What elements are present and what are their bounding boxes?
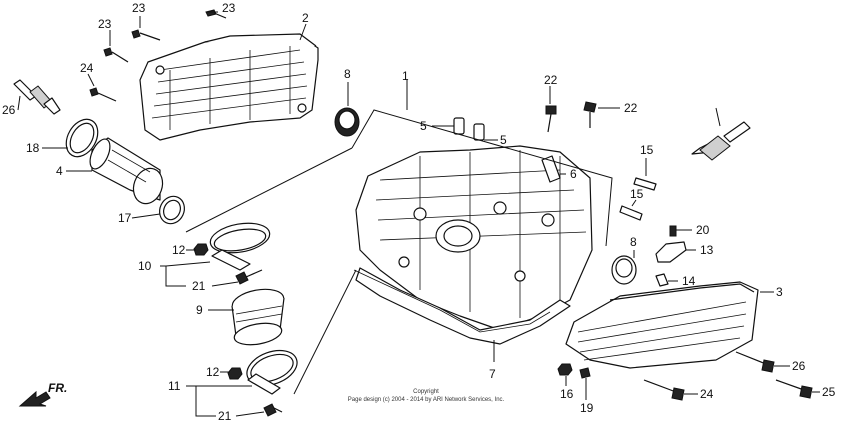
- copyright-line-1: Copyright: [413, 389, 439, 395]
- callout-23c: 23: [98, 17, 112, 31]
- callout-3: 3: [776, 285, 783, 299]
- callout-9: 9: [196, 303, 203, 317]
- part-16-nut: [557, 363, 573, 376]
- part-2-head-cover: [139, 33, 319, 141]
- copyright-line-2: Page design (c) 2004 - 2014 by ARI Netwo…: [347, 397, 505, 403]
- callout-12b: 12: [206, 365, 220, 379]
- part-24-bolt-1: [643, 379, 685, 401]
- callout-21b: 21: [218, 409, 232, 423]
- copyright-notice: Copyright Page design (c) 2004 - 2014 by…: [336, 388, 516, 404]
- callout-24a: 24: [700, 387, 714, 401]
- part-21-bolt-lower: [263, 403, 283, 417]
- callout-5a: 5: [420, 119, 427, 133]
- callout-7: 7: [489, 367, 496, 381]
- callout-20: 20: [696, 223, 710, 237]
- part-14-bolt: [655, 273, 669, 287]
- part-26-spark-plug-left: [13, 79, 61, 115]
- leader-lines: [17, 11, 820, 417]
- callout-1: 1: [402, 69, 409, 83]
- callout-6: 6: [570, 167, 577, 181]
- callout-14: 14: [682, 274, 696, 288]
- part-12-nut-lower: [227, 367, 243, 380]
- callout-19: 19: [580, 401, 594, 415]
- part-9-insulator: [231, 288, 285, 346]
- part-13-bracket: [655, 241, 687, 263]
- callout-2: 2: [302, 11, 309, 25]
- callout-25: 26: [792, 359, 806, 373]
- callout-22b: 22: [624, 101, 638, 115]
- part-3-fin-cover: [565, 281, 759, 369]
- callout-10: 10: [138, 259, 152, 273]
- part-6-sleeve: [541, 155, 561, 183]
- part-23-bolts: [89, 9, 227, 102]
- callout-23a: 23: [222, 1, 236, 15]
- part-25-bolt: [735, 351, 775, 373]
- callout-21a: 21: [192, 279, 206, 293]
- part-7-gasket: [353, 269, 551, 333]
- part-20-small-part: [669, 225, 677, 237]
- callout-8b: 8: [630, 235, 637, 249]
- part-15-studs: [619, 177, 657, 221]
- callout-26a: 26: [2, 103, 16, 117]
- callout-24b: 25: [822, 385, 836, 399]
- part-8-seal-right: [611, 255, 637, 285]
- part-4-intake-pipe: [89, 137, 164, 205]
- part-11-clamp: [246, 349, 298, 395]
- callout-22a: 22: [544, 73, 558, 87]
- part-19-bolt: [579, 367, 591, 379]
- part-18-o-ring: [65, 118, 99, 158]
- callout-16: 16: [560, 387, 574, 401]
- part-26-spark-plug-right: [691, 121, 751, 161]
- callout-12a: 12: [172, 243, 186, 257]
- front-direction-label: FR.: [48, 381, 67, 395]
- callout-23d: 24: [80, 61, 94, 75]
- callout-15b: 15: [630, 187, 644, 201]
- callout-23b: 23: [132, 1, 146, 15]
- part-17-o-ring: [159, 195, 185, 225]
- callout-5b: 5: [500, 133, 507, 147]
- part-8-seal-upper: [334, 107, 360, 137]
- part-22-bolts: [545, 101, 597, 133]
- part-24-bolt-2: [775, 379, 813, 399]
- part-21-bolt-upper: [235, 269, 263, 285]
- callout-13: 13: [700, 243, 714, 257]
- part-12-nut-upper: [193, 243, 209, 256]
- callout-labels: 1 2 3 4 5 5 6 7 8 8 9 10 11 12 12 13 14 …: [2, 1, 836, 423]
- callout-15a: 15: [640, 143, 654, 157]
- callout-17: 17: [118, 211, 132, 225]
- part-10-clamp: [209, 222, 271, 271]
- callout-11: 11: [168, 379, 181, 393]
- callout-18: 18: [26, 141, 40, 155]
- part-1-cylinder-head: [355, 145, 593, 345]
- callout-8a: 8: [344, 67, 351, 81]
- front-direction-arrow: [18, 390, 51, 407]
- callout-4: 4: [56, 164, 63, 178]
